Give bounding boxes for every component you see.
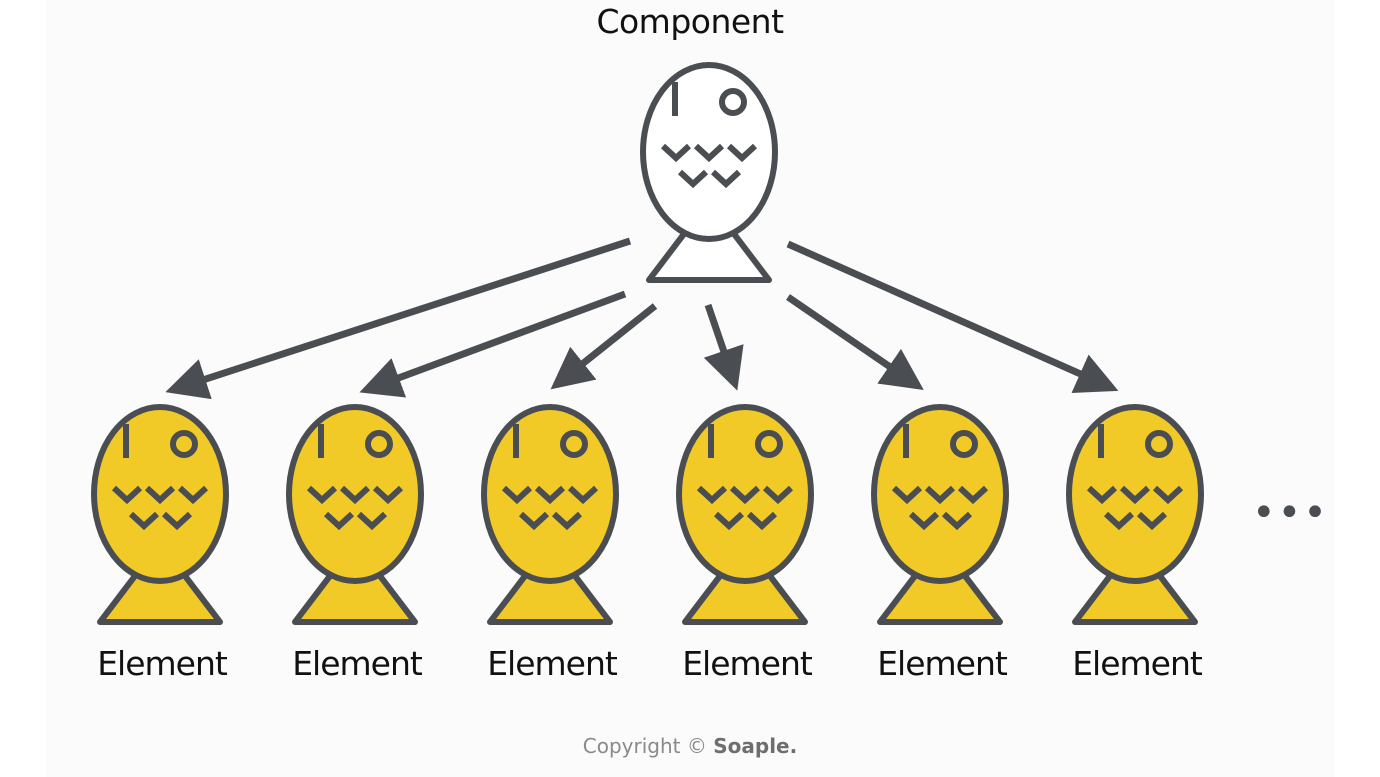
arrows-group bbox=[165, 237, 1119, 400]
element-fish-icon bbox=[676, 404, 814, 625]
fish-scale bbox=[710, 169, 742, 189]
fish-scale bbox=[941, 511, 973, 531]
fish-eye bbox=[170, 430, 198, 458]
fish-body bbox=[640, 62, 778, 242]
fish-scale bbox=[339, 485, 371, 505]
element-label: Element bbox=[292, 644, 423, 683]
fish-scale bbox=[713, 511, 745, 531]
element-label: Element bbox=[487, 644, 618, 683]
fish-scale bbox=[161, 511, 193, 531]
fish-scale bbox=[356, 511, 388, 531]
fish-eye bbox=[719, 88, 747, 116]
arrow-to-element-3 bbox=[550, 303, 658, 390]
fish-scale bbox=[729, 485, 761, 505]
element-fish-icon bbox=[481, 404, 619, 625]
fish-scale bbox=[144, 485, 176, 505]
fish-scale bbox=[177, 485, 209, 505]
fish-scale bbox=[372, 485, 404, 505]
element-fish-icon bbox=[871, 404, 1009, 625]
fish-scale bbox=[1103, 511, 1135, 531]
arrow-to-element-5 bbox=[786, 294, 924, 390]
fish-eye bbox=[365, 430, 393, 458]
fish-scale bbox=[660, 143, 692, 163]
fish-eye bbox=[755, 430, 783, 458]
fish-scale bbox=[957, 485, 989, 505]
fish-body bbox=[286, 404, 424, 584]
fish-scale bbox=[534, 485, 566, 505]
element-label: Element bbox=[682, 644, 813, 683]
fish-scale bbox=[696, 485, 728, 505]
component-fish-icon bbox=[640, 62, 778, 283]
fish-eye bbox=[950, 430, 978, 458]
element-label: Element bbox=[1072, 644, 1203, 683]
fish-scale bbox=[323, 511, 355, 531]
fish-body bbox=[1066, 404, 1204, 584]
element-fish-icon bbox=[91, 404, 229, 625]
fish-scale bbox=[891, 485, 923, 505]
fish-body bbox=[91, 404, 229, 584]
fish-scale bbox=[111, 485, 143, 505]
fish-scale bbox=[128, 511, 160, 531]
fish-scale bbox=[501, 485, 533, 505]
element-fish-icon bbox=[1066, 404, 1204, 625]
more-ellipsis: ••• bbox=[1252, 490, 1329, 536]
element-label: Element bbox=[877, 644, 1008, 683]
component-label: Component bbox=[596, 2, 784, 41]
fish-body bbox=[676, 404, 814, 584]
fish-body bbox=[481, 404, 619, 584]
fish-scale bbox=[518, 511, 550, 531]
fish-scale bbox=[908, 511, 940, 531]
fish-scale bbox=[551, 511, 583, 531]
fish-scale bbox=[567, 485, 599, 505]
fish-scale bbox=[693, 143, 725, 163]
arrow-to-element-6 bbox=[786, 240, 1119, 393]
fish-scale bbox=[762, 485, 794, 505]
fish-scale bbox=[726, 143, 758, 163]
fish-scale bbox=[1136, 511, 1168, 531]
fish-scale bbox=[746, 511, 778, 531]
copyright-brand: Soaple. bbox=[713, 734, 798, 758]
fish-scale bbox=[1119, 485, 1151, 505]
fish-scale bbox=[924, 485, 956, 505]
fish-scale bbox=[677, 169, 709, 189]
fish-scale bbox=[1152, 485, 1184, 505]
arrow-to-element-1 bbox=[165, 237, 632, 400]
arrow-to-element-4 bbox=[703, 303, 744, 391]
fish-eye bbox=[560, 430, 588, 458]
copyright-prefix: Copyright © bbox=[582, 734, 707, 758]
element-fish-icon bbox=[286, 404, 424, 625]
fish-eye bbox=[1145, 430, 1173, 458]
arrow-to-element-2 bbox=[359, 290, 627, 398]
fish-body bbox=[871, 404, 1009, 584]
element-label: Element bbox=[97, 644, 228, 683]
fish-scale bbox=[1086, 485, 1118, 505]
fish-scale bbox=[306, 485, 338, 505]
copyright-notice: Copyright © Soaple. bbox=[0, 734, 1380, 758]
